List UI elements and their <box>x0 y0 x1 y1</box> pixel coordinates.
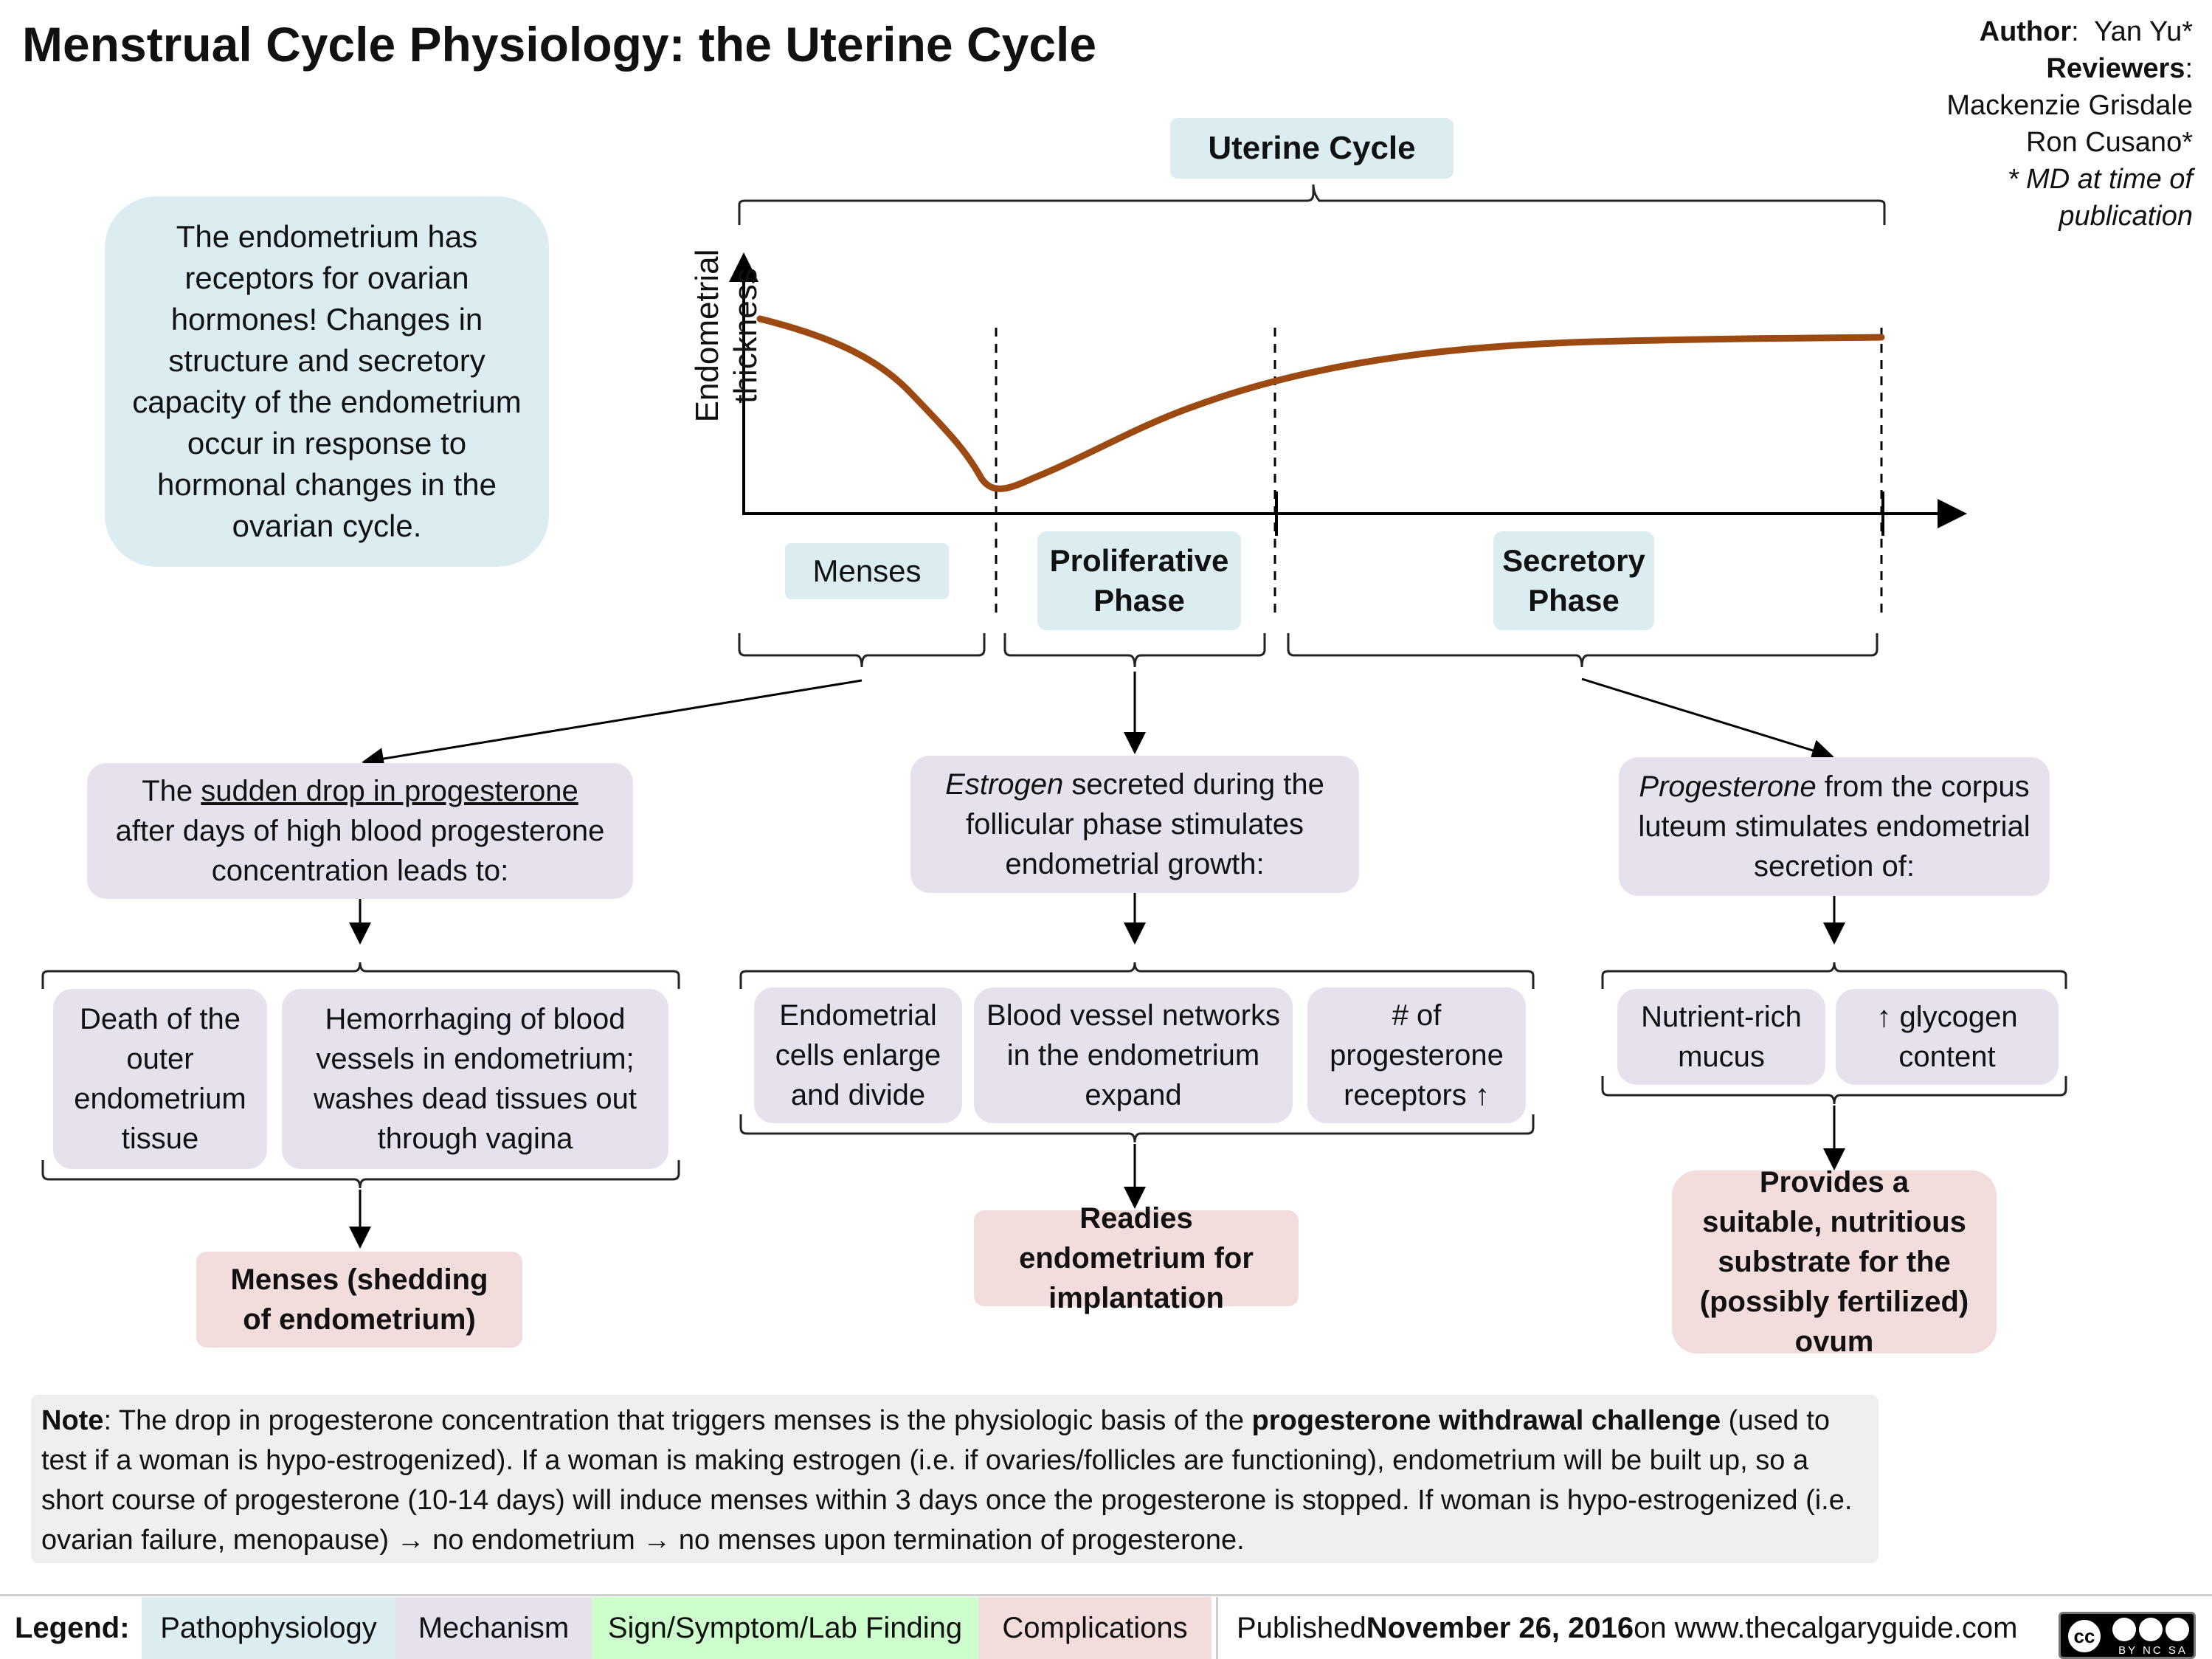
proliferative-effects-bottom-bracket <box>739 1114 1535 1143</box>
page-title: Menstrual Cycle Physiology: the Uterine … <box>22 17 1097 72</box>
phase-label-secretory: Secretory Phase <box>1493 531 1654 630</box>
legend-mechanism: Mechanism <box>395 1597 592 1659</box>
uterine-cycle-brace <box>738 184 1886 225</box>
proliferative-effect-vessels: Blood vessel networks in the endometrium… <box>974 987 1293 1123</box>
credits-note-1: * MD at time of <box>2007 164 2193 195</box>
proliferative-brace <box>1003 633 1266 668</box>
legend-bar <box>0 1594 2212 1659</box>
intro-box: The endometrium has receptors for ovaria… <box>105 196 549 567</box>
legend-pathophysiology: Pathophysiology <box>142 1597 395 1659</box>
proliferative-effect-receptors: # of progesterone receptors ↑ <box>1307 987 1526 1123</box>
credits-note-2: publication <box>2059 201 2193 232</box>
cc-terms-icons <box>2112 1615 2194 1644</box>
progesterone-term: Progesterone <box>1639 770 1817 803</box>
y-axis-label: Endometrial thickness <box>689 249 764 423</box>
legend-sign-symptom: Sign/Symptom/Lab Finding <box>592 1597 978 1659</box>
legend-label: Legend: <box>15 1611 130 1644</box>
arrow-secretory-to-cause <box>1581 677 1834 762</box>
menses-effect-hemorrhaging: Hemorrhaging of blood vessels in endomet… <box>282 989 668 1169</box>
note-box: Note: The drop in progesterone concentra… <box>31 1395 1879 1563</box>
phase-dividers <box>995 328 1883 620</box>
secretory-effects-top-bracket <box>1601 962 2067 989</box>
menses-outcome: Menses (shedding of endometrium) <box>196 1252 522 1348</box>
legend-divider <box>1216 1597 1218 1659</box>
phase-label-menses: Menses <box>785 543 949 599</box>
menses-effects-top-bracket <box>41 962 680 989</box>
menses-cause-box: The sudden drop in progesterone after da… <box>87 763 633 899</box>
proliferative-cause-box: Estrogen secreted during the follicular … <box>910 756 1359 893</box>
sudden-drop-term: sudden drop in progesterone <box>201 775 578 807</box>
cc-circle-icon: cc <box>2065 1617 2104 1655</box>
note-bold-term: progesterone withdrawal challenge <box>1251 1405 1721 1436</box>
reviewers-label: Reviewers <box>2046 53 2185 84</box>
arrow-menses-to-cause <box>362 679 863 770</box>
graph-axes <box>729 252 1967 536</box>
endometrial-thickness-curve <box>756 315 1885 492</box>
published-line: Published November 26, 2016 on www.theca… <box>1237 1611 2018 1644</box>
secretory-outcome: Provides a suitable, nutritious substrat… <box>1672 1166 1997 1358</box>
note-label: Note <box>41 1405 104 1436</box>
secretory-effect-glycogen: ↑ glycogen content <box>1836 989 2059 1085</box>
cc-terms-text: BY NC SA <box>2118 1644 2188 1657</box>
secretory-effects-bottom-bracket <box>1601 1076 2067 1105</box>
proliferative-outcome: Readies endometrium for implantation <box>974 1202 1299 1314</box>
published-date: November 26, 2016 <box>1366 1611 1634 1644</box>
estrogen-term: Estrogen <box>945 768 1064 801</box>
reviewer-2: Ron Cusano* <box>2025 127 2193 158</box>
secretory-brace <box>1287 633 1879 668</box>
menses-effect-cell-death: Death of the outer endometrium tissue <box>53 989 267 1169</box>
cc-license-icon: cc BY NC SA <box>2059 1612 2196 1659</box>
secretory-effect-mucus: Nutrient-rich mucus <box>1617 989 1825 1085</box>
menses-brace <box>738 633 986 668</box>
phase-label-proliferative: Proliferative Phase <box>1037 531 1241 630</box>
secretory-cause-box: Progesterone from the corpus luteum stim… <box>1619 757 2050 896</box>
author-name: Yan Yu* <box>2094 16 2193 47</box>
uterine-cycle-header: Uterine Cycle <box>1170 118 1454 179</box>
menses-effects-bottom-bracket <box>41 1160 680 1189</box>
reviewer-1: Mackenzie Grisdale <box>1946 90 2193 121</box>
author-label: Author <box>1979 16 2072 47</box>
proliferative-effect-cells: Endometrial cells enlarge and divide <box>754 987 962 1123</box>
proliferative-effects-top-bracket <box>739 962 1535 989</box>
legend-complications: Complications <box>978 1597 1212 1659</box>
credits: Author: Yan Yu* Reviewers: Mackenzie Gri… <box>1946 13 2193 235</box>
